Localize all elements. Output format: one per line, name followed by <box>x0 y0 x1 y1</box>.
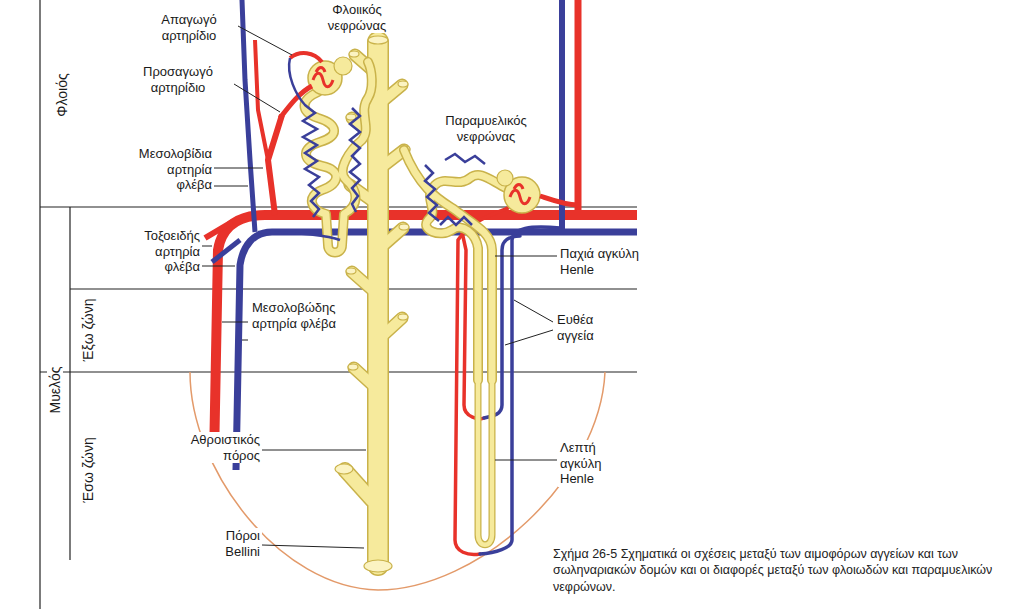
zone-label: Μυελός <box>47 364 63 417</box>
part-label: Μεσολοβώδης αρτηρία φλέβα <box>250 300 346 331</box>
part-label: Προσαγωγό αρτηρίδιο <box>122 64 234 95</box>
part-label: Λεπτή αγκύλη Henle <box>558 440 620 487</box>
part-label: Μεσολοβίδια αρτηρία φλέβα <box>130 146 214 193</box>
zone-label: Φλοιός <box>54 70 70 119</box>
figure-caption: Σχήμα 26-5 Σχηματικά οι σχέσεις μεταξύ τ… <box>553 546 1015 595</box>
part-label: Ευθέα αγγεία <box>555 312 617 343</box>
part-label: Φλοιικός νεφρώνας <box>305 2 409 33</box>
zone-label: Έσω ζώνη <box>80 434 96 505</box>
part-label: Πόροι Bellini <box>196 528 262 559</box>
part-label: Απαγωγό αρτηρίδιο <box>140 12 238 43</box>
part-label: Τοξοειδής αρτηρία φλέβα <box>118 228 202 275</box>
zone-label: Έξω ζώνη <box>80 295 96 364</box>
part-label: Αθροιστικός πόρος <box>168 432 262 463</box>
part-label: Παχιά αγκύλη Henle <box>558 246 657 277</box>
part-label: Παραμυελικός νεφρώνας <box>428 113 544 144</box>
